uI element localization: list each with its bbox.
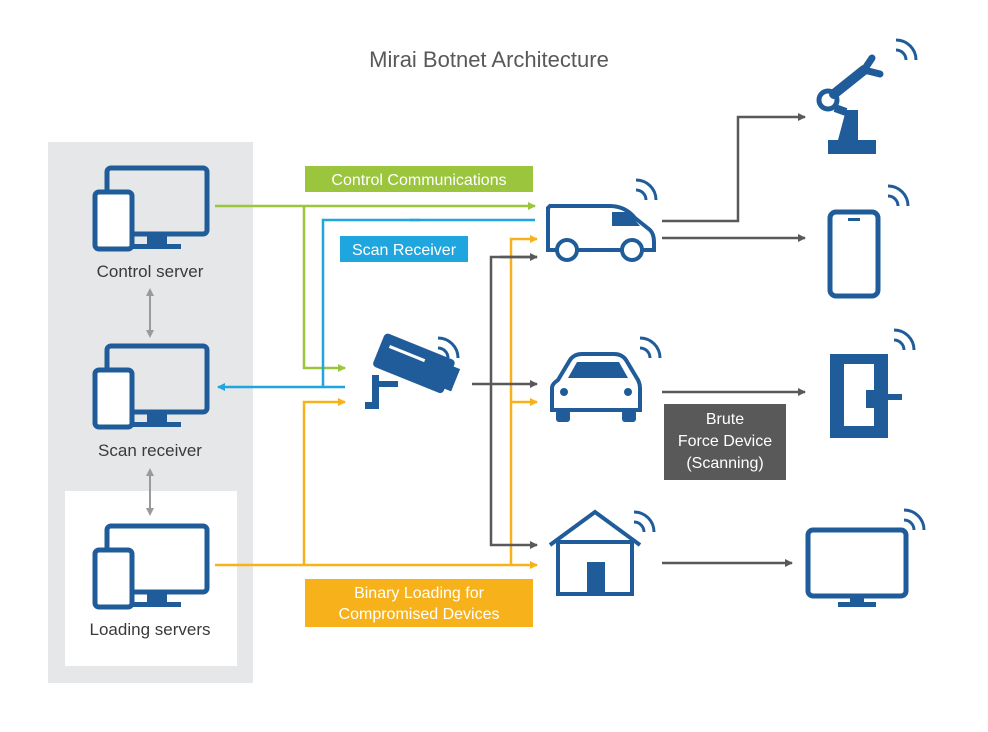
scan-receiver-tag: Scan Receiver bbox=[340, 236, 468, 262]
loading-servers-label: Loading servers bbox=[90, 620, 211, 639]
camera-icon bbox=[365, 333, 461, 409]
binary-loading-tag: Binary Loading for Compromised Devices bbox=[305, 579, 533, 627]
control-server-label: Control server bbox=[97, 262, 204, 281]
control-server-icon bbox=[92, 165, 210, 252]
control-communications-lines bbox=[215, 202, 536, 372]
scan-receiver-lines bbox=[217, 218, 535, 391]
loading-server-icon bbox=[92, 523, 210, 610]
brute-force-tag: Brute Force Device (Scanning) bbox=[664, 404, 786, 480]
van-icon bbox=[546, 178, 658, 262]
scan-receiver-icon bbox=[92, 343, 210, 430]
svg-text:Control Communications: Control Communications bbox=[331, 172, 506, 189]
svg-text:(Scanning): (Scanning) bbox=[686, 455, 763, 472]
svg-text:Binary Loading for: Binary Loading for bbox=[354, 585, 485, 602]
svg-text:Force Device: Force Device bbox=[678, 433, 772, 450]
loading-server-highlight bbox=[65, 491, 237, 666]
house-icon bbox=[548, 509, 656, 596]
svg-text:Scan Receiver: Scan Receiver bbox=[352, 242, 457, 259]
tv-icon bbox=[805, 508, 926, 607]
scan-receiver-label: Scan receiver bbox=[98, 441, 202, 460]
svg-text:Brute: Brute bbox=[706, 411, 744, 428]
car-icon bbox=[550, 336, 662, 422]
binary-loading-lines bbox=[215, 235, 538, 569]
smartphone-icon bbox=[827, 184, 910, 299]
diagram-title: Mirai Botnet Architecture bbox=[369, 47, 609, 72]
control-communications-tag: Control Communications bbox=[305, 166, 533, 192]
target-attack-arrows bbox=[662, 113, 806, 567]
robot-arm-icon bbox=[816, 38, 918, 154]
coffee-machine-icon bbox=[830, 328, 916, 438]
camera-scan-arrows bbox=[472, 253, 538, 549]
svg-text:Compromised Devices: Compromised Devices bbox=[339, 606, 500, 623]
